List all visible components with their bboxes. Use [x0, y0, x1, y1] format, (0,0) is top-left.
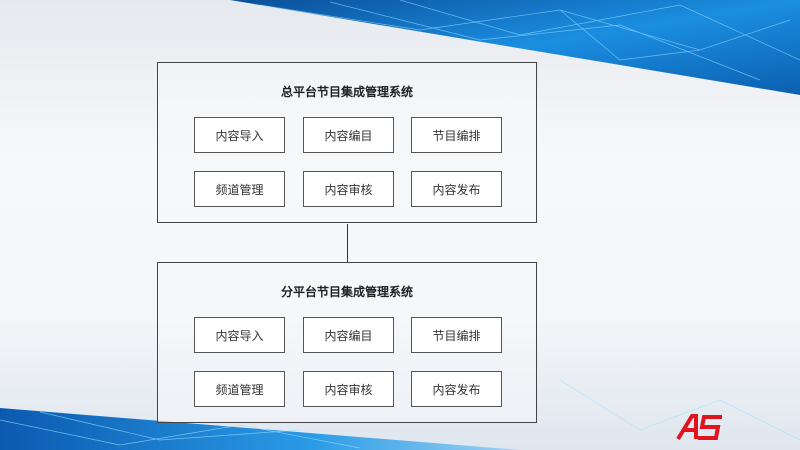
- module-content-cataloging: 内容编目: [303, 117, 394, 153]
- module-program-scheduling: 节目编排: [411, 317, 502, 353]
- module-content-import: 内容导入: [194, 117, 285, 153]
- as-logo: [676, 414, 722, 441]
- module-content-publishing: 内容发布: [411, 171, 502, 207]
- module-content-review: 内容审核: [303, 171, 394, 207]
- module-channel-management: 频道管理: [194, 371, 285, 407]
- module-content-cataloging: 内容编目: [303, 317, 394, 353]
- connector-line: [347, 224, 348, 262]
- bottom-system-box: 分平台节目集成管理系统 内容导入 内容编目 节目编排 频道管理 内容审核 内容发…: [157, 262, 537, 423]
- module-content-publishing: 内容发布: [411, 371, 502, 407]
- module-content-import: 内容导入: [194, 317, 285, 353]
- module-channel-management: 频道管理: [194, 171, 285, 207]
- module-program-scheduling: 节目编排: [411, 117, 502, 153]
- bottom-system-title: 分平台节目集成管理系统: [280, 285, 413, 299]
- module-content-review: 内容审核: [303, 371, 394, 407]
- top-system-box: 总平台节目集成管理系统 内容导入 内容编目 节目编排 频道管理 内容审核 内容发…: [157, 62, 537, 223]
- top-system-title: 总平台节目集成管理系统: [280, 85, 413, 99]
